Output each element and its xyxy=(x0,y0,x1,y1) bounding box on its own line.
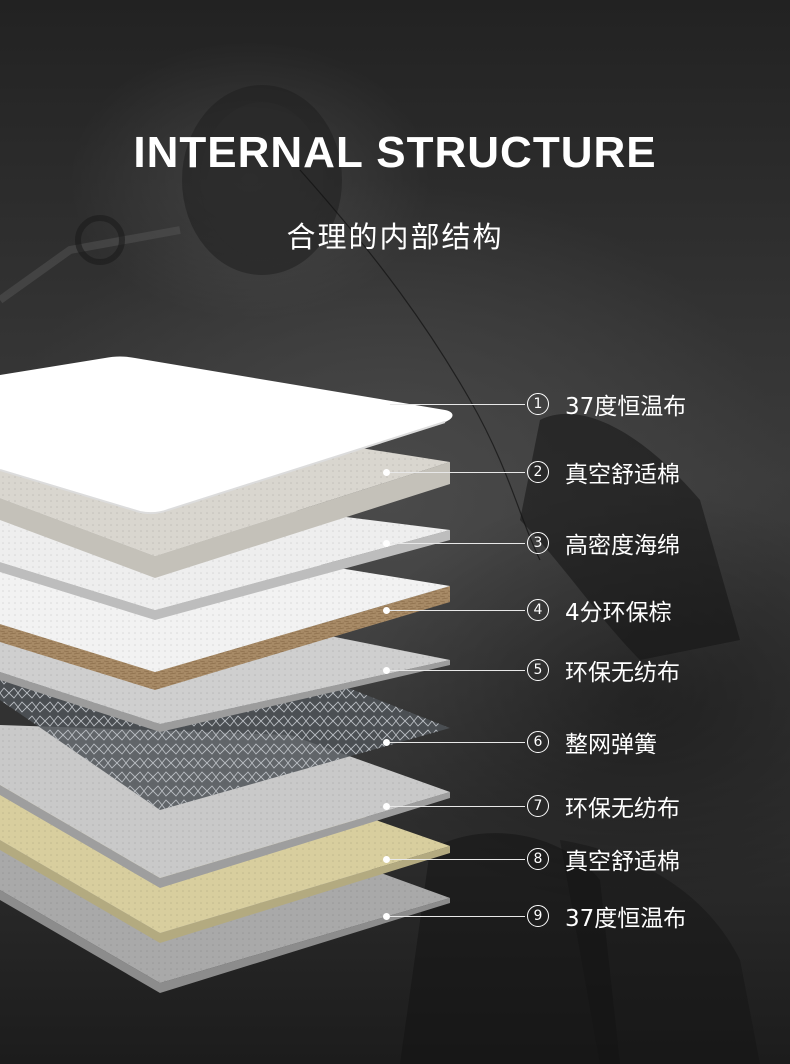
leader-line xyxy=(390,805,525,807)
layer-name: 高密度海绵 xyxy=(565,533,680,559)
leader-line xyxy=(390,609,525,611)
layer-number-badge: 5 xyxy=(527,659,549,681)
layer-number-badge: 2 xyxy=(527,461,549,483)
marker-dot xyxy=(383,855,390,863)
layer-number-badge: 6 xyxy=(527,731,549,753)
marker-dot xyxy=(383,606,390,614)
marker-dot xyxy=(383,666,390,674)
page-subtitle: 合理的内部结构 xyxy=(286,220,504,254)
layer-number-badge: 4 xyxy=(527,599,549,621)
layer-name: 真空舒适棉 xyxy=(565,462,680,488)
leader-line xyxy=(390,471,525,473)
layer-label-7: 7 环保无纺布 xyxy=(383,791,680,822)
page-title: INTERNAL STRUCTURE xyxy=(133,128,657,177)
layer-number-badge: 1 xyxy=(527,393,549,415)
layer-name: 37度恒温布 xyxy=(565,394,687,420)
layer-number-badge: 7 xyxy=(527,795,549,817)
layer-label-2: 2 真空舒适棉 xyxy=(383,457,680,488)
marker-dot xyxy=(383,539,390,547)
layer-number-badge: 3 xyxy=(527,532,549,554)
marker-dot xyxy=(383,802,390,810)
layer-label-9: 9 37度恒温布 xyxy=(383,901,687,932)
leader-line xyxy=(390,915,525,917)
layer-label-5: 5 环保无纺布 xyxy=(383,655,680,686)
layer-1-thermal-fabric-top xyxy=(0,356,453,515)
layer-name: 环保无纺布 xyxy=(565,796,680,822)
layer-name: 真空舒适棉 xyxy=(565,849,680,875)
layer-label-4: 4 4分环保棕 xyxy=(383,595,672,626)
layer-name: 37度恒温布 xyxy=(565,906,687,932)
layer-label-3: 3 高密度海绵 xyxy=(383,528,680,559)
layer-name: 环保无纺布 xyxy=(565,660,680,686)
layer-name: 整网弹簧 xyxy=(565,732,657,758)
marker-dot xyxy=(383,738,390,746)
layer-label-6: 6 整网弹簧 xyxy=(383,727,657,758)
layer-number-badge: 9 xyxy=(527,905,549,927)
leader-line xyxy=(390,403,525,405)
marker-dot xyxy=(383,400,390,408)
layer-label-1: 1 37度恒温布 xyxy=(383,389,687,420)
marker-dot xyxy=(383,468,390,476)
leader-line xyxy=(390,741,525,743)
leader-line xyxy=(390,542,525,544)
leader-line xyxy=(390,669,525,671)
layer-label-8: 8 真空舒适棉 xyxy=(383,844,680,875)
marker-dot xyxy=(383,912,390,920)
leader-line xyxy=(390,858,525,860)
layer-number-badge: 8 xyxy=(527,848,549,870)
layer-name: 4分环保棕 xyxy=(565,600,672,626)
